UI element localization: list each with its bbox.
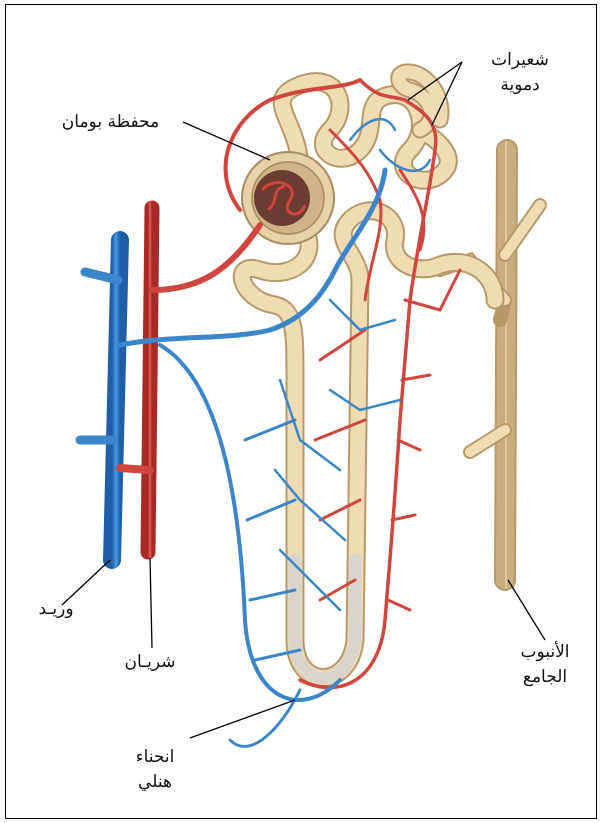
collecting-duct [440,150,540,580]
label-loop-line1: انحناء [115,745,195,770]
label-capillaries-line2: دموية [470,73,570,98]
label-capillaries-line1: شعيرات [470,48,570,73]
label-vein: وريـد [16,597,96,622]
label-bowman-capsule: محفظة بومان [38,110,183,135]
leader-artery [150,558,152,648]
leader-collecting-duct [508,580,545,640]
label-capillaries: شعيرات دموية [470,48,570,98]
label-loop-line2: هنلي [115,770,195,795]
label-loop-of-henle: انحناء هنلي [115,745,195,795]
label-collecting-duct-line2: الجامع [495,665,595,690]
leader-loop-of-henle [190,700,295,738]
label-collecting-duct-line1: الأنبوب [495,640,595,665]
label-collecting-duct: الأنبوب الجامع [495,640,595,690]
label-artery: شريـان [110,650,190,675]
main-vein [80,240,120,560]
